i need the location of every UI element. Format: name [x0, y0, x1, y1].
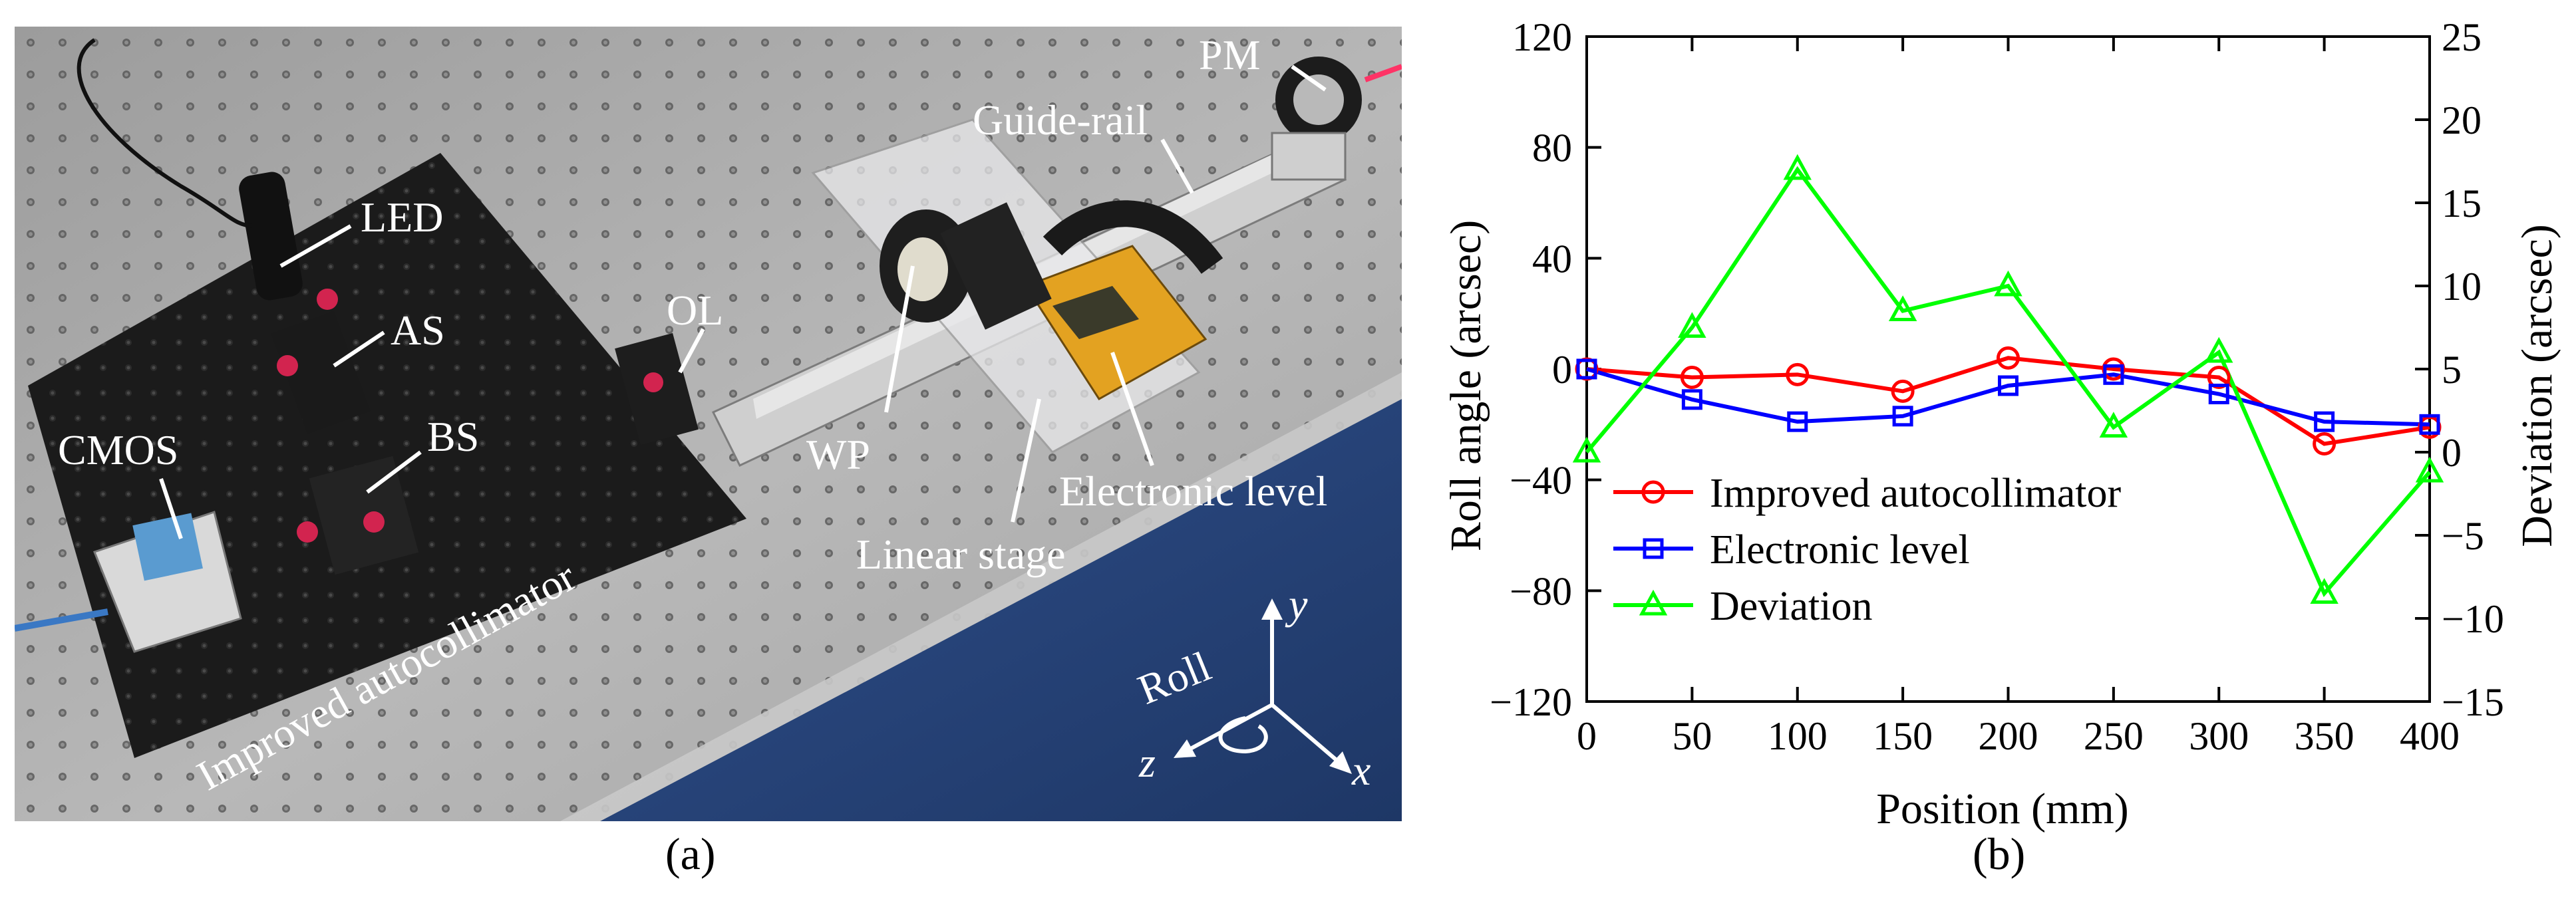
y2-tick-label: 15 — [2442, 182, 2482, 225]
legend-marker-improved-autocollimator — [1641, 480, 1665, 504]
plot-area — [1585, 35, 2431, 703]
y2-tick-label: 5 — [2442, 348, 2462, 392]
data-point-deviation — [2310, 578, 2338, 604]
label-electronic-level: Electronic level — [1059, 467, 1327, 515]
data-point-electronic-level — [2103, 364, 2124, 385]
caption-a: (a) — [665, 829, 716, 879]
y-tick-label: −120 — [1490, 680, 1572, 724]
data-point-improved-autocollimator — [1680, 366, 1704, 389]
y-axis-label: Roll angle (arcsec) — [1442, 220, 1490, 551]
label-as: AS — [391, 307, 445, 354]
label-ol: OL — [667, 287, 723, 334]
legend-label-deviation: Deviation — [1710, 584, 1873, 629]
y-tick-label: −40 — [1510, 459, 1572, 503]
y2-tick-label: 25 — [2442, 15, 2482, 59]
data-point-deviation — [1572, 436, 1601, 463]
data-point-electronic-level — [2208, 384, 2229, 404]
data-point-improved-autocollimator — [1786, 362, 1810, 386]
led-tube — [239, 172, 303, 301]
x-tick-label: 300 — [2189, 714, 2249, 758]
x-tick-label: 250 — [2084, 714, 2144, 758]
x-tick-label: 100 — [1768, 714, 1828, 758]
data-point-electronic-level — [2419, 414, 2440, 435]
data-point-electronic-level — [2314, 411, 2335, 432]
x-tick-label: 150 — [1873, 714, 1933, 758]
y2-axis-label: Deviation (arcsec) — [2513, 224, 2561, 547]
data-point-electronic-level — [1998, 375, 2018, 396]
label-led: LED — [361, 194, 443, 241]
label-axis-x: x — [1351, 747, 1370, 794]
data-point-improved-autocollimator — [1575, 357, 1599, 381]
x-tick-label: 200 — [1979, 714, 2038, 758]
data-point-deviation — [2415, 456, 2444, 483]
series-line-improved-autocollimator — [1586, 356, 2430, 446]
caption-b: (b) — [1973, 829, 2026, 879]
data-point-improved-autocollimator — [2313, 432, 2336, 455]
x-tick-label: 350 — [2295, 714, 2354, 758]
data-point-deviation — [1678, 312, 1706, 338]
label-cmos: CMOS — [58, 426, 178, 473]
data-point-electronic-level — [1576, 358, 1597, 380]
y-tick-label: 40 — [1532, 237, 1572, 281]
y2-tick-label: −15 — [2442, 680, 2504, 724]
data-point-electronic-level — [1892, 406, 1913, 427]
series-line-deviation — [1585, 166, 2432, 598]
legend-label-electronic-level: Electronic level — [1710, 527, 1970, 573]
as-mount — [271, 311, 371, 434]
data-point-improved-autocollimator — [1997, 346, 2020, 370]
label-wp: WP — [806, 431, 870, 478]
x-tick-label: 0 — [1577, 714, 1597, 758]
legend-marker-electronic-level — [1643, 538, 1664, 559]
data-point-deviation — [1994, 270, 2022, 297]
setup-photo-drawing: PM Guide-rail LED OL AS BS CMOS WP Elect… — [15, 27, 1402, 821]
chart-lines — [1585, 166, 2432, 598]
y2-tick-label: −5 — [2442, 514, 2484, 558]
setup-photo: PM Guide-rail LED OL AS BS CMOS WP Elect… — [15, 27, 1402, 821]
data-point-deviation — [2205, 336, 2233, 363]
label-guide-rail: Guide-rail — [973, 96, 1148, 144]
y-tick-label: 120 — [1512, 15, 1572, 59]
x-axis-label: Position (mm) — [1876, 785, 2129, 833]
data-point-improved-autocollimator — [1891, 379, 1915, 403]
label-pm: PM — [1199, 31, 1261, 78]
y2-tick-label: −10 — [2442, 597, 2504, 641]
label-axis-y: y — [1285, 580, 1308, 628]
label-axis-z: z — [1138, 739, 1156, 786]
x-tick-label: 50 — [1672, 714, 1712, 758]
data-point-deviation — [2099, 412, 2128, 438]
coordinate-axes — [1174, 598, 1352, 774]
y2-tick-label: 10 — [2442, 265, 2482, 309]
y-tick-label: −80 — [1510, 569, 1572, 613]
bs-mount — [309, 455, 419, 575]
series-line-electronic-level — [1586, 367, 2430, 427]
data-point-deviation — [1783, 154, 1812, 180]
chart-markers — [1572, 154, 2444, 604]
y-tick-label: 0 — [1552, 348, 1572, 392]
y2-tick-label: 0 — [2442, 431, 2462, 475]
legend-marker-deviation — [1639, 589, 1668, 616]
data-point-improved-autocollimator — [2207, 366, 2231, 389]
data-point-deviation — [1888, 295, 1917, 321]
y2-tick-label: 20 — [2442, 98, 2482, 142]
data-point-electronic-level — [1681, 389, 1702, 410]
label-linear-stage: Linear stage — [856, 531, 1066, 578]
x-tick-label: 400 — [2400, 714, 2460, 758]
data-point-electronic-level — [1787, 411, 1808, 432]
legend-label-improved-autocollimator: Improved autocollimator — [1710, 471, 2121, 516]
cmos-camera — [132, 513, 203, 581]
chart-frame — [1585, 35, 2431, 703]
label-bs: BS — [427, 413, 479, 460]
data-point-improved-autocollimator — [2418, 416, 2442, 439]
data-point-improved-autocollimator — [2102, 357, 2126, 381]
y-tick-label: 80 — [1532, 126, 1572, 170]
